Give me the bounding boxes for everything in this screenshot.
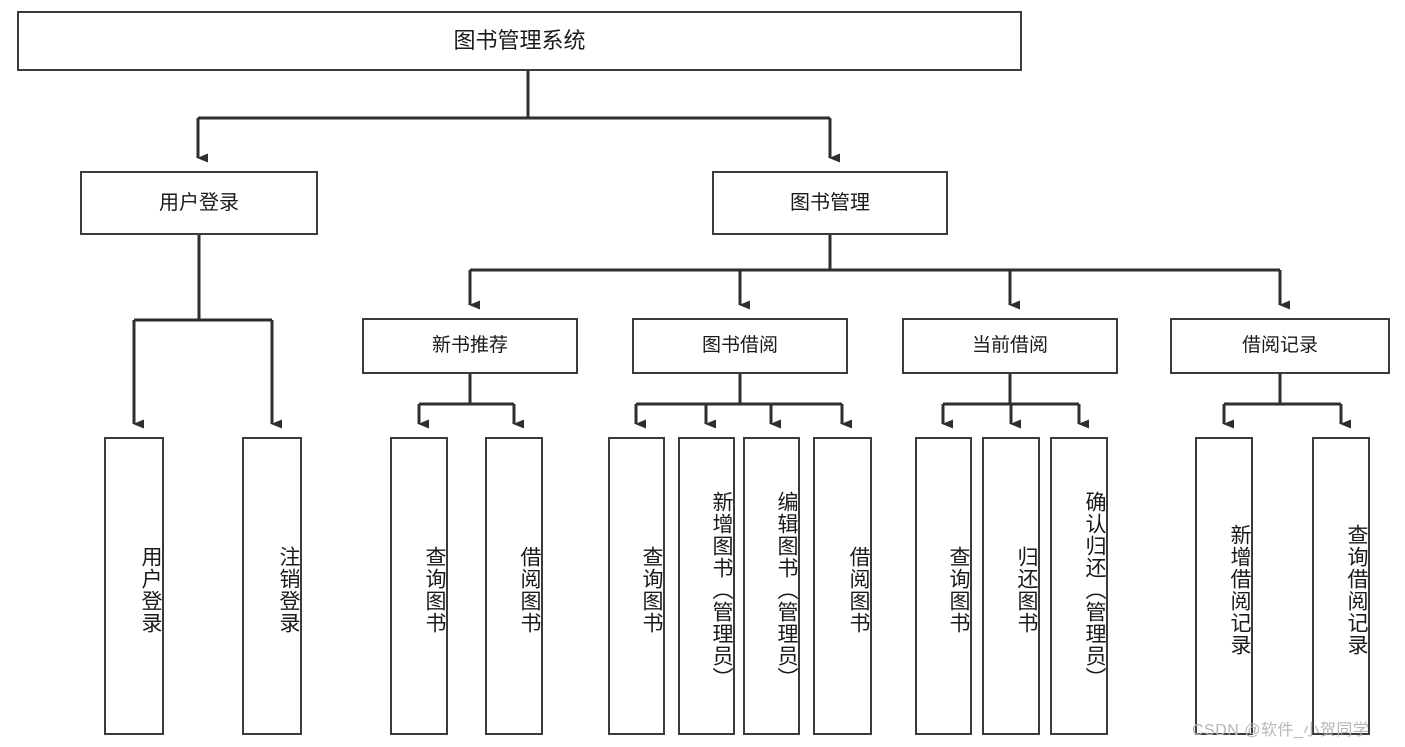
node-borrow-records[interactable]: 借阅记录 [1170, 318, 1390, 374]
node-book-management[interactable]: 图书管理 [712, 171, 948, 235]
leaf-return-book[interactable]: 归还图书 [982, 437, 1040, 735]
leaf-user-login[interactable]: 用户登录 [104, 437, 164, 735]
leaf-query-borrow-record[interactable]: 查询借阅记录 [1312, 437, 1370, 735]
leaf-query-book-borrow[interactable]: 查询图书 [608, 437, 665, 735]
leaf-query-book-new[interactable]: 查询图书 [390, 437, 448, 735]
leaf-add-borrow-record[interactable]: 新增借阅记录 [1195, 437, 1253, 735]
node-current-borrow[interactable]: 当前借阅 [902, 318, 1118, 374]
leaf-edit-book-admin[interactable]: 编辑图书（管理员） [743, 437, 800, 735]
node-user-login[interactable]: 用户登录 [80, 171, 318, 235]
leaf-borrow-book[interactable]: 借阅图书 [813, 437, 872, 735]
node-new-book-recommend[interactable]: 新书推荐 [362, 318, 578, 374]
leaf-add-book-admin[interactable]: 新增图书（管理员） [678, 437, 735, 735]
node-root-system[interactable]: 图书管理系统 [17, 11, 1022, 71]
leaf-query-book-current[interactable]: 查询图书 [915, 437, 972, 735]
leaf-confirm-return-admin[interactable]: 确认归还（管理员） [1050, 437, 1108, 735]
leaf-logout[interactable]: 注销登录 [242, 437, 302, 735]
node-book-borrow[interactable]: 图书借阅 [632, 318, 848, 374]
leaf-borrow-book-new[interactable]: 借阅图书 [485, 437, 543, 735]
